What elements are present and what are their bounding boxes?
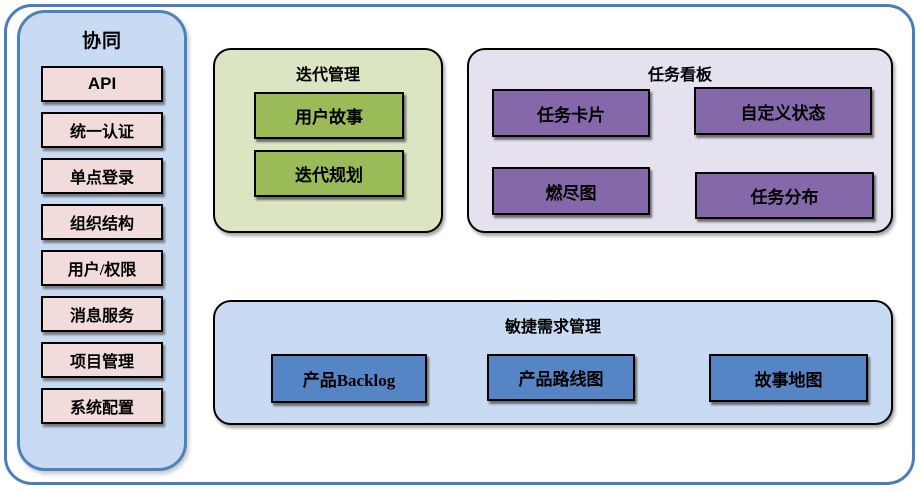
sidebar-item-org-structure: 组织结构 [41, 204, 163, 240]
task-kanban-group: 任务看板 任务卡片 自定义状态 燃尽图 任务分布 [467, 48, 893, 233]
iteration-management-title: 迭代管理 [295, 67, 360, 84]
sidebar-item-user-permission: 用户/权限 [41, 250, 163, 286]
block-story-map: 故事地图 [709, 354, 868, 402]
collaboration-panel-title: 协同 [81, 31, 122, 52]
block-task-card: 任务卡片 [492, 89, 650, 137]
sidebar-item-message-service: 消息服务 [41, 296, 163, 332]
agile-requirement-title: 敏捷需求管理 [504, 319, 601, 336]
block-product-backlog: 产品Backlog [271, 354, 427, 403]
sidebar-item-project-management: 项目管理 [41, 342, 163, 378]
block-product-roadmap: 产品路线图 [487, 354, 635, 401]
sidebar-item-unified-auth: 统一认证 [41, 112, 163, 148]
block-custom-status: 自定义状态 [694, 87, 872, 135]
block-task-distribution: 任务分布 [695, 172, 874, 219]
iteration-management-group: 迭代管理 用户故事 迭代规划 [213, 48, 443, 233]
collaboration-panel: 协同 API 统一认证 单点登录 组织结构 用户/权限 消息服务 项目管理 系统… [17, 10, 187, 471]
sidebar-item-api: API [41, 66, 163, 102]
block-iteration-planning: 迭代规划 [254, 150, 404, 197]
block-user-story: 用户故事 [254, 92, 404, 139]
sidebar-item-single-sign-on: 单点登录 [41, 158, 163, 194]
sidebar-item-system-config: 系统配置 [41, 388, 163, 424]
task-kanban-title: 任务看板 [647, 67, 712, 84]
collaboration-item-list: API 统一认证 单点登录 组织结构 用户/权限 消息服务 项目管理 系统配置 [20, 66, 184, 424]
agile-requirement-group: 敏捷需求管理 产品Backlog 产品路线图 故事地图 [213, 300, 893, 425]
block-burndown-chart: 燃尽图 [492, 167, 650, 215]
